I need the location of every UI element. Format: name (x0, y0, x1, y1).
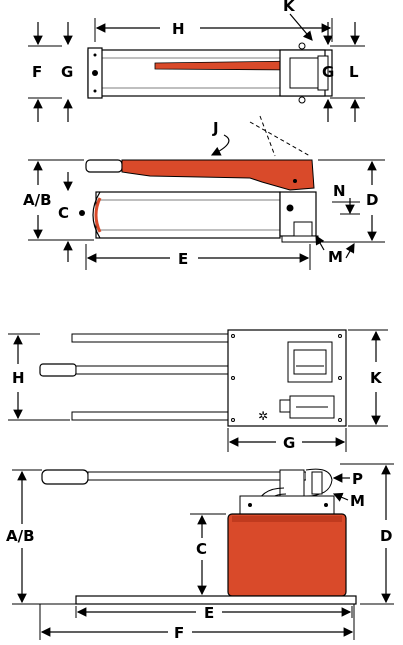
plan-fitting-icon: ✲ (258, 409, 268, 423)
side-d-label: D (366, 191, 378, 209)
front-view-two-speed: A/B C D P M E F (6, 463, 394, 642)
front-e-label: E (204, 604, 214, 622)
top-k-label: K (283, 0, 296, 15)
front-f-label: F (174, 624, 184, 640)
front-ab-label: A/B (6, 527, 35, 545)
plan-k-label: K (370, 369, 383, 387)
side-view-single: J A/B C D (23, 115, 385, 270)
top-l-label: L (349, 63, 359, 81)
top-view-single: H K F G G L (28, 0, 365, 122)
side-c-label: C (58, 204, 69, 222)
top-g-right-label: G (322, 63, 334, 81)
side-n-label: N (333, 182, 346, 200)
front-p-label: P (352, 470, 363, 488)
top-h-label: H (172, 20, 185, 38)
plan-g-label: G (283, 434, 295, 452)
top-f-label: F (32, 63, 42, 81)
front-m-label: M (350, 492, 365, 510)
side-ab-label: A/B (23, 191, 52, 209)
front-c-label: C (196, 540, 207, 558)
side-m-label: M (328, 248, 343, 266)
top-g-left-label: G (61, 63, 73, 81)
plan-view-two-speed: ✲ H K G (8, 329, 388, 452)
plan-h-label: H (12, 369, 25, 387)
side-e-label: E (178, 250, 188, 268)
front-d-label: D (380, 527, 392, 545)
side-j-label: J (212, 119, 219, 137)
